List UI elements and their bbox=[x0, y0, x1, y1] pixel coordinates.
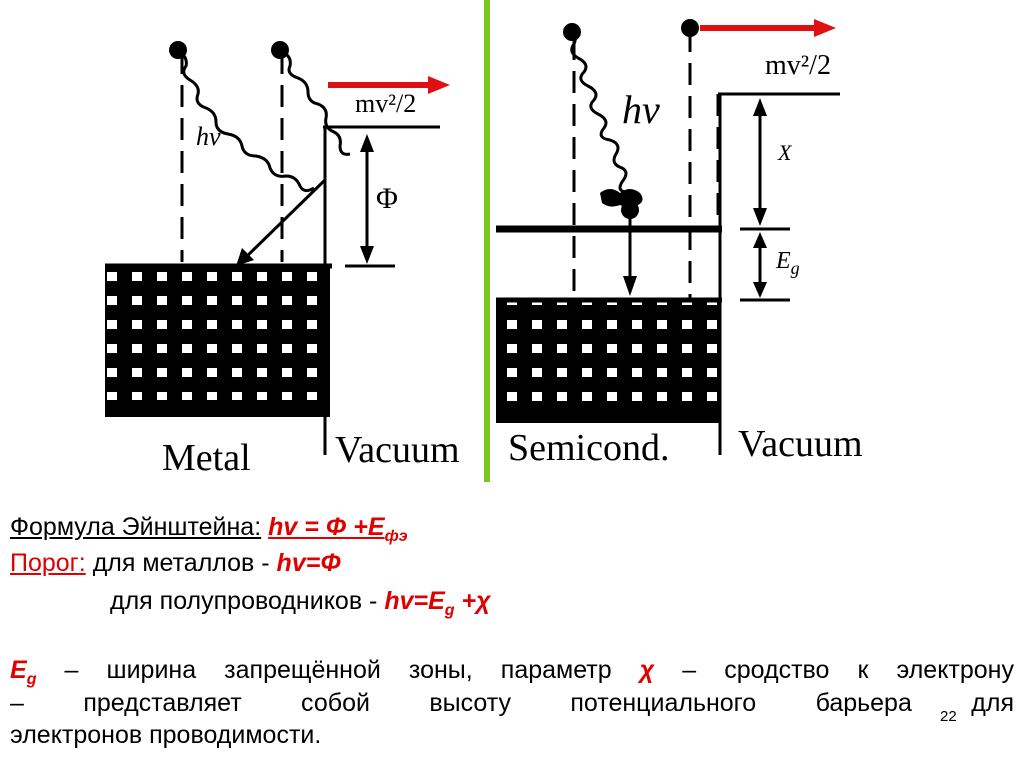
chi-arrowhead-top bbox=[753, 98, 767, 116]
phi-label: Φ bbox=[376, 182, 398, 215]
eg-label: Eg bbox=[775, 248, 800, 278]
eg-arrowhead-top bbox=[753, 232, 767, 248]
threshold-semi-formula: hv=Eg +χ bbox=[384, 587, 491, 619]
kinetic-arrowhead-right bbox=[814, 19, 836, 37]
einstein-label: Формула Эйнштейна: bbox=[10, 513, 262, 541]
electron-1 bbox=[169, 41, 187, 59]
photon-wave-2 bbox=[281, 50, 351, 156]
metal-label: Metal bbox=[162, 437, 251, 479]
chi-arrowhead-bottom bbox=[753, 208, 767, 226]
metal-drop-arrow bbox=[243, 178, 327, 260]
photon-label-left: hv bbox=[196, 122, 221, 151]
metal-band-bottom bbox=[105, 400, 330, 417]
semiconductor-panel: X Eg mv²/2 hv Semicond. Vacuum bbox=[496, 19, 863, 469]
description-line-3: электронов проводимости. bbox=[10, 720, 1014, 750]
metal-drop-arrowhead bbox=[236, 248, 254, 266]
semi-electron-1 bbox=[563, 23, 581, 41]
photon-wave-1 bbox=[179, 50, 315, 193]
photon-wave-3 bbox=[567, 28, 629, 194]
vacuum-right-label: Vacuum bbox=[738, 423, 863, 465]
valence-band bbox=[496, 300, 720, 423]
einstein-formula: hv = Φ +Eфэ bbox=[268, 513, 407, 545]
desc-eg-main: E bbox=[10, 656, 27, 684]
desc-line2: – представляет собой высоту потенциально… bbox=[10, 689, 1014, 717]
threshold-metal-text: для металлов - bbox=[85, 549, 277, 577]
valence-band-bottom bbox=[496, 408, 720, 423]
semicond-label: Semicond. bbox=[508, 427, 669, 469]
desc-line3: электронов проводимости. bbox=[10, 721, 322, 749]
threshold-semi-sub: g bbox=[444, 602, 455, 619]
description-line-2: – представляет собой высоту потенциально… bbox=[10, 688, 1014, 718]
desc-eg-sub: g bbox=[26, 671, 37, 688]
threshold-semi-text: для полупроводников - bbox=[110, 587, 385, 615]
page-number: 22 bbox=[940, 708, 957, 725]
eg-label-sub: g bbox=[791, 258, 800, 278]
eg-arrowhead-bottom bbox=[753, 282, 767, 298]
einstein-formula-main: hv = Φ +E bbox=[268, 513, 385, 541]
threshold-semi-formula-a: hv=E bbox=[384, 587, 445, 615]
desc-eg: Eg bbox=[10, 656, 36, 688]
electron-2 bbox=[271, 41, 289, 59]
desc-line1-b: – сродство к электрону bbox=[654, 656, 1014, 684]
vacuum-left-label: Vacuum bbox=[335, 429, 460, 471]
photoemission-band-diagram: Φ mv²/2 hv Metal Vacuum bbox=[105, 0, 863, 482]
kinetic-label-left: mv²/2 bbox=[355, 89, 416, 118]
kinetic-label-right: mv²/2 bbox=[765, 50, 831, 81]
kinetic-arrowhead-left bbox=[428, 76, 450, 94]
threshold-label: Порог: bbox=[10, 549, 86, 577]
eg-label-main: E bbox=[775, 248, 791, 274]
phi-arrowhead-bottom bbox=[360, 246, 374, 264]
semi-electron-2 bbox=[681, 19, 699, 37]
panel-divider bbox=[484, 0, 490, 482]
description-line-1: Eg – ширина запрещённой зоны, параметр χ… bbox=[10, 655, 1014, 695]
desc-chi: χ bbox=[639, 656, 655, 684]
einstein-line: Формула Эйнштейна: hv = Φ +Eфэ bbox=[10, 512, 1014, 552]
metal-panel: Φ mv²/2 hv Metal Vacuum bbox=[105, 41, 460, 479]
einstein-formula-sub: фэ bbox=[384, 528, 408, 545]
semi-drop-arrowhead bbox=[623, 276, 637, 296]
desc-line1-a: – ширина запрещённой зоны, параметр bbox=[36, 656, 640, 684]
phi-arrowhead-top bbox=[360, 134, 374, 152]
threshold-metal-formula: hv=Φ bbox=[276, 549, 341, 577]
threshold-metal-line: Порог: для металлов - hv=Φ bbox=[10, 548, 1014, 578]
metal-filled-band bbox=[105, 265, 330, 417]
chi-label: X bbox=[777, 140, 793, 165]
threshold-semi-formula-b: +χ bbox=[454, 587, 491, 615]
threshold-semi-line: для полупроводников - hv=Eg +χ bbox=[110, 586, 910, 626]
photon-label-right: hv bbox=[622, 87, 660, 132]
